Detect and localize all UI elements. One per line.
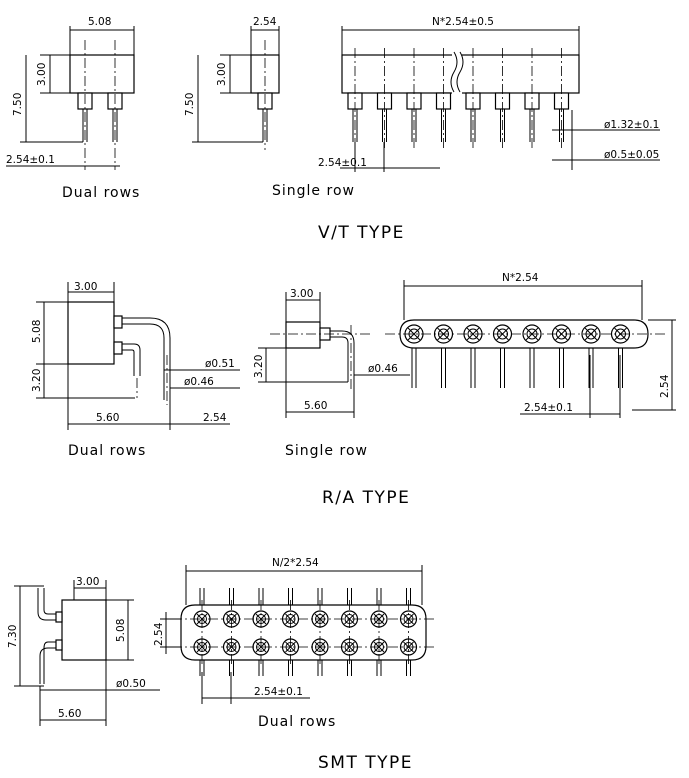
ra-dual-body-height-dim: 5.08 — [31, 320, 43, 343]
vt-strip-view — [340, 26, 660, 172]
ra-dual-top-dim: 3.00 — [74, 281, 97, 293]
ra-dual-dia-b-dim: ø0.46 — [184, 376, 214, 388]
ra-dual-caption: Dual rows — [68, 443, 146, 459]
vt-dual-pitch-dim: 2.54±0.1 — [6, 154, 55, 166]
smt-dual-caption: Dual rows — [258, 714, 336, 730]
ra-strip-length-dim: N*2.54 — [502, 272, 539, 284]
ra-single-bottom-dim: 5.60 — [304, 400, 327, 412]
ra-single-view — [258, 292, 410, 418]
vt-single-total-height-dim: 7.50 — [184, 93, 196, 116]
smt-grid-socket-cross — [344, 641, 355, 653]
vt-type-title: V/T TYPE — [318, 223, 405, 243]
ra-strip-view — [385, 280, 676, 418]
vt-single-view — [192, 26, 280, 150]
vt-dual-view — [6, 26, 135, 170]
smt-grid-socket-cross — [255, 641, 267, 653]
smt-grid-row-spacing-dim: 2.54 — [153, 622, 165, 646]
vt-single-width-dim: 2.54 — [253, 16, 277, 28]
ra-dual-lower-dim: 3.20 — [31, 369, 43, 392]
ra-strip-socket-cross — [407, 327, 421, 341]
smt-dia-dim: ø0.50 — [116, 678, 146, 690]
vt-dual-width-dim: 5.08 — [88, 16, 111, 28]
ra-strip-pitch-dim: 2.54±0.1 — [524, 402, 573, 414]
vt-dual-caption: Dual rows — [62, 185, 140, 201]
smt-total-height-dim: 7.30 — [7, 625, 19, 648]
smt-top-dim: 3.00 — [76, 576, 99, 588]
smt-bottom-dim: 5.60 — [58, 708, 81, 720]
ra-strip-socket-cross — [466, 327, 480, 341]
ra-dual-bottom-right-dim: 2.54 — [203, 412, 227, 424]
vt-pin-dia-large-dim: ø1.32±0.1 — [604, 119, 659, 131]
smt-type-title: SMT TYPE — [318, 753, 413, 773]
ra-strip-height-dim: 2.54 — [659, 374, 671, 398]
smt-grid-pitch-dim: 2.54±0.1 — [254, 686, 303, 698]
vt-pin-dia-small-dim: ø0.5±0.05 — [604, 149, 659, 161]
smt-dual-view — [14, 580, 160, 726]
ra-single-lower-dim: 3.20 — [253, 355, 265, 378]
ra-single-top-dim: 3.00 — [290, 288, 313, 300]
ra-dual-view — [36, 282, 240, 430]
ra-dual-bottom-left-dim: 5.60 — [96, 412, 119, 424]
vt-strip-pitch-dim: 2.54±0.1 — [318, 157, 367, 169]
vt-dual-total-height-dim: 7.50 — [12, 93, 24, 116]
vt-single-caption: Single row — [272, 183, 355, 199]
ra-dual-dia-a-dim: ø0.51 — [205, 358, 235, 370]
smt-grid-socket-cross — [285, 641, 296, 653]
vt-single-body-height-dim: 3.00 — [216, 63, 228, 86]
ra-single-dia-dim: ø0.46 — [368, 363, 398, 375]
smt-grid-view — [160, 565, 434, 704]
smt-body-height-dim: 5.08 — [115, 619, 127, 642]
vt-dual-body-height-dim: 3.00 — [36, 63, 48, 86]
vt-strip-length-dim: N*2.54±0.5 — [432, 16, 494, 28]
ra-single-caption: Single row — [285, 443, 368, 459]
smt-grid-socket-cross — [196, 641, 208, 653]
ra-type-title: R/A TYPE — [322, 488, 410, 508]
smt-grid-length-dim: N/2*2.54 — [272, 557, 319, 569]
